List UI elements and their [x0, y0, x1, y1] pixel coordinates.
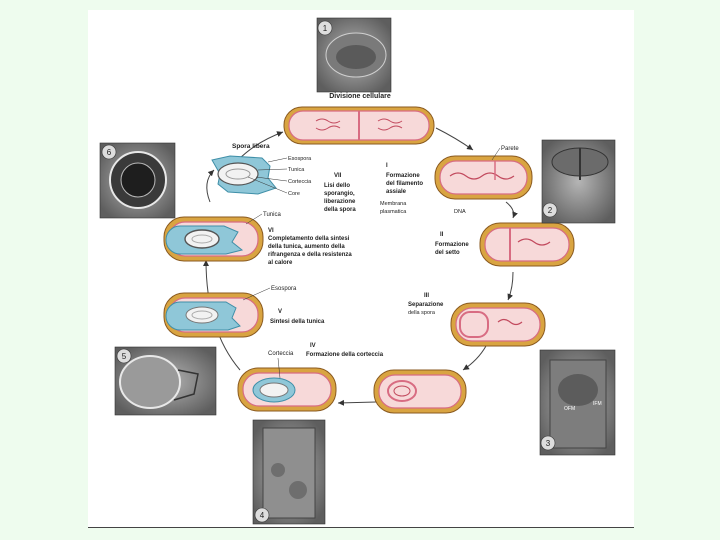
cell-stage-ii	[479, 222, 575, 267]
label-divisione: Divisione cellulare	[329, 93, 391, 100]
label-stage-vi-line1: Completamento della sintesi	[268, 236, 350, 242]
label-esospora-stage: Esospora	[271, 286, 297, 292]
label-tunica-spore: Tunica	[288, 167, 305, 173]
cell-stage-iii	[450, 302, 546, 347]
cell-division	[283, 106, 435, 145]
label-stage-iv-number: IV	[310, 343, 316, 349]
label-stage-vii-number: VII	[334, 173, 342, 179]
photo-number-1: 1	[323, 24, 328, 33]
micrograph-lower-right: OFM IFM 3	[539, 349, 616, 456]
label-parete: Parete	[501, 146, 519, 152]
micrograph-lower-left: 5	[114, 346, 217, 416]
cell-stage-v	[237, 367, 337, 412]
micrograph-upper-right: 2	[541, 139, 616, 224]
arrow-iii-to-iv	[462, 345, 487, 371]
ifm-label: IFM	[593, 401, 602, 407]
label-stage-i-line1: Formazione	[386, 173, 420, 179]
cell-stage-i	[434, 155, 533, 200]
ofm-label: OFM	[564, 406, 575, 412]
micrograph-top: 1	[316, 17, 392, 93]
label-stage-ii-number: II	[440, 232, 444, 238]
photo-number-6: 6	[107, 148, 112, 157]
label-stage-ii-line1: Formazione	[435, 242, 469, 248]
arrow-division-to-i	[435, 127, 474, 151]
label-membrana-line2: plasmatica	[380, 209, 407, 215]
label-core: Core	[288, 191, 300, 197]
free-spore	[211, 155, 277, 195]
label-stage-v-number: V	[278, 309, 282, 315]
sporulation-cycle-diagram: 1 6 2 5 4 OFM IFM 3 Div	[99, 17, 616, 525]
cell-stage-tunica	[163, 292, 264, 338]
cell-stage-vi	[163, 216, 264, 262]
micrograph-bottom: 4	[252, 419, 326, 525]
label-tunica-stage: Tunica	[263, 212, 281, 218]
label-stage-vii-line2: sporangio,	[324, 191, 355, 197]
label-corteccia-stage: Corteccia	[268, 351, 294, 357]
cell-stage-iv	[373, 369, 467, 414]
photo-number-2: 2	[548, 206, 553, 215]
label-membrana-line1: Membrana	[380, 201, 407, 207]
label-corteccia-spore: Corteccia	[288, 179, 312, 185]
label-stage-i-number: I	[386, 163, 388, 169]
label-stage-ii-line2: del setto	[435, 250, 460, 256]
label-spora-libera: Spora libera	[232, 143, 270, 150]
slide: 1 6 2 5 4 OFM IFM 3 Div	[88, 10, 634, 528]
label-stage-vi-number: VI	[268, 228, 274, 234]
label-stage-iii-line1: Separazione	[408, 302, 444, 308]
arrow-i-to-ii	[505, 201, 518, 219]
arrow-vi-to-vii	[206, 169, 215, 203]
label-stage-vi-line2: della tunica, aumento della	[268, 244, 345, 250]
photo-number-4: 4	[260, 511, 265, 520]
label-stage-vii-line3: liberazione	[324, 199, 356, 205]
label-stage-vi-line3: rifrangenza e della resistenza	[268, 252, 352, 258]
label-stage-vi-line4: al calore	[268, 260, 293, 266]
leader-lines	[242, 157, 288, 379]
label-esospora-spore: Esospora	[288, 156, 312, 162]
label-stage-iii-line2: della spora	[408, 310, 436, 316]
label-stage-v-line1: Sintesi della tunica	[270, 319, 325, 325]
photo-number-5: 5	[122, 352, 127, 361]
arrow-ii-to-iii	[507, 271, 514, 301]
label-stage-i-line3: assiale	[386, 189, 407, 195]
micrograph-upper-left: 6	[99, 142, 176, 219]
photo-number-3: 3	[546, 439, 551, 448]
label-stage-iv-line1: Formazione della corteccia	[306, 352, 384, 358]
arrow-iv-to-v	[337, 399, 377, 406]
label-dna: DNA	[454, 209, 466, 215]
label-stage-i-line2: del filamento	[386, 181, 423, 187]
label-stage-iii-number: III	[424, 293, 429, 299]
label-stage-vii-line4: della spora	[324, 207, 356, 213]
label-stage-vii-line1: Lisi dello	[324, 183, 350, 189]
